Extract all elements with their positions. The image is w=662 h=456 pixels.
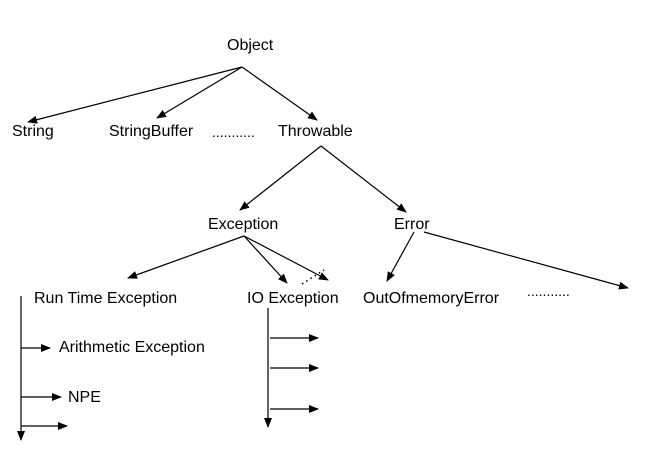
edge-error-outofmemory xyxy=(386,231,415,282)
edge-throwable-exception xyxy=(239,145,322,211)
edge-exception-io xyxy=(243,235,288,284)
node-string: String xyxy=(12,123,54,140)
node-exception: Exception xyxy=(208,216,279,233)
node-ellipsis-top: ........... xyxy=(212,124,255,140)
node-arithmetic-exception: Arithmetic Exception xyxy=(59,339,205,356)
node-error: Error xyxy=(394,216,430,233)
node-throwable: Throwable xyxy=(278,123,353,140)
node-runtime-exception: Run Time Exception xyxy=(34,290,178,307)
node-object: Object xyxy=(227,37,274,54)
edge-object-stringbuffer xyxy=(156,66,243,119)
edge-object-throwable xyxy=(241,66,318,121)
edge-error-more xyxy=(423,231,629,290)
node-outofmemory-error: OutOfmemoryError xyxy=(363,290,500,307)
edge-object-string xyxy=(27,66,243,124)
node-npe: NPE xyxy=(68,389,101,406)
node-stringbuffer: StringBuffer xyxy=(109,123,194,140)
node-io-exception: IO Exception xyxy=(247,290,339,307)
edge-throwable-error xyxy=(320,145,407,213)
edge-exception-runtime xyxy=(127,235,245,279)
node-ellipsis-right: ........... xyxy=(527,283,570,299)
edge-exception-io-second xyxy=(243,235,329,281)
